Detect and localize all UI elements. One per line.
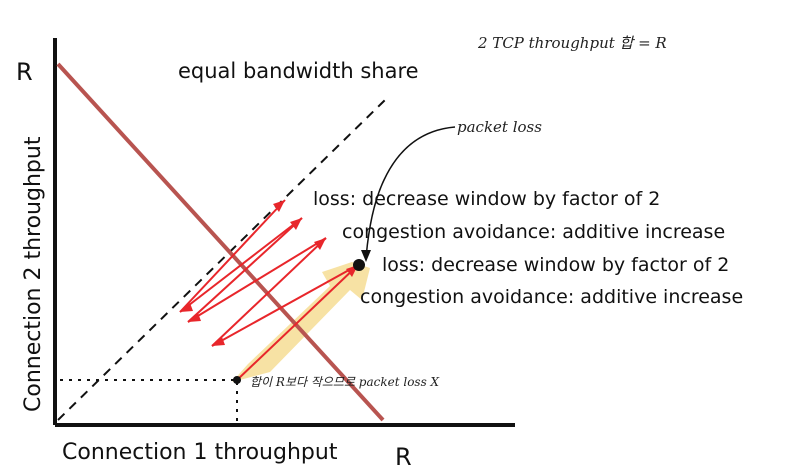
equal-share-label: equal bandwidth share (178, 59, 419, 83)
x-axis-max-label: R (395, 443, 412, 471)
arrowhead-2 (212, 337, 225, 346)
capacity-line (56, 62, 385, 422)
start-point-handwritten-note: 합이 R보다 작으므로 packet loss X (250, 375, 440, 389)
traj-segment-2 (211, 264, 359, 347)
equal-share-line (57, 99, 386, 421)
y-axis-label: Connection 2 throughput (21, 136, 46, 412)
loss-label-1: loss: decrease window by factor of 2 (313, 188, 660, 210)
x-axis-label: Connection 1 throughput (62, 440, 338, 465)
traj-segment-7 (179, 199, 286, 313)
congestion-avoidance-label-2: congestion avoidance: additive increase (360, 286, 743, 308)
packet-loss-handwritten-label: packet loss (457, 118, 542, 136)
packet-loss-pointer-head (361, 250, 371, 262)
arrowhead-5 (290, 218, 302, 230)
arrowhead-6 (180, 303, 193, 312)
top-right-handwritten-note: 2 TCP throughput 합 = R (477, 34, 667, 52)
packet-loss-pointer (365, 126, 456, 259)
congestion-avoidance-label-1: congestion avoidance: additive increase (342, 221, 725, 243)
arrowhead-4 (188, 313, 201, 322)
traj-segment-6 (179, 217, 303, 313)
arrowhead-7 (273, 200, 285, 212)
loss-point (353, 259, 365, 271)
traj-segment-3 (211, 237, 327, 347)
y-axis-max-label: R (16, 58, 33, 86)
traj-segment-1 (236, 264, 359, 381)
start-point (233, 376, 241, 384)
loss-label-2: loss: decrease window by factor of 2 (382, 254, 729, 276)
traj-segment-5 (187, 217, 303, 323)
traj-segment-4 (187, 237, 327, 323)
arrowhead-3 (314, 238, 326, 250)
trajectory (179, 199, 359, 381)
